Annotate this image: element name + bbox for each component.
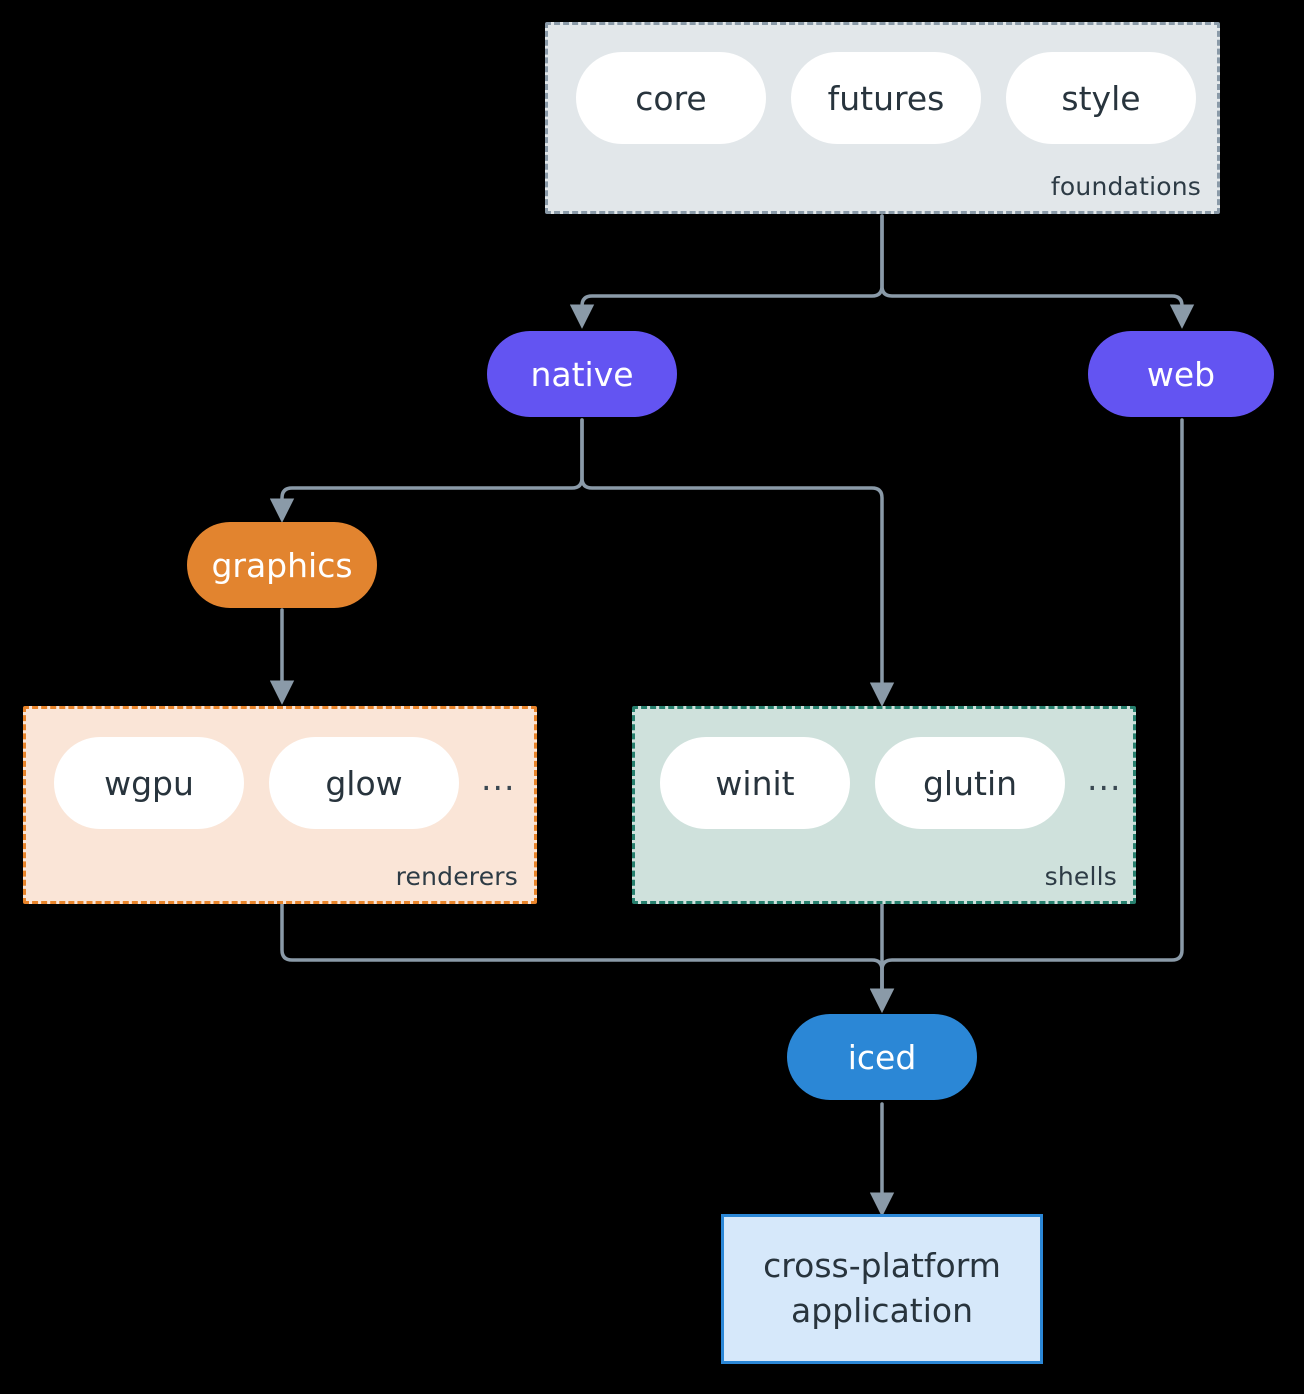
pill-futures-label: futures (827, 78, 945, 118)
node-web[interactable]: web (1088, 331, 1274, 417)
application-line2: application (790, 1291, 974, 1330)
pill-core-label: core (635, 78, 707, 118)
edge-foundations-native (569, 214, 884, 329)
shells-members: winit glutin ... (660, 737, 1121, 829)
foundations-members: core futures style (576, 52, 1196, 144)
shells-ellipsis: ... (1087, 758, 1122, 798)
group-label-renderers: renderers (395, 862, 518, 891)
group-label-shells: shells (1044, 862, 1117, 891)
node-graphics[interactable]: graphics (187, 522, 377, 608)
pill-winit-label: winit (715, 763, 795, 803)
node-native-label: native (530, 354, 634, 394)
edge-native-shells (580, 418, 895, 707)
pill-style[interactable]: style (1006, 52, 1196, 144)
group-foundations: core futures style foundations (545, 22, 1220, 214)
pill-glow-label: glow (325, 763, 403, 803)
node-graphics-label: graphics (211, 545, 353, 585)
pill-futures[interactable]: futures (791, 52, 981, 144)
node-web-label: web (1146, 354, 1216, 394)
node-iced-label: iced (847, 1037, 917, 1077)
edge-renderers-iced (280, 902, 895, 1013)
pill-winit[interactable]: winit (660, 737, 850, 829)
pill-glutin[interactable]: glutin (875, 737, 1065, 829)
pill-core[interactable]: core (576, 52, 766, 144)
edge-native-graphics (269, 418, 584, 523)
edge-foundations-web (880, 214, 1195, 329)
group-shells: winit glutin ... shells (632, 706, 1136, 904)
group-label-foundations: foundations (1050, 172, 1201, 201)
pill-glutin-label: glutin (922, 763, 1018, 803)
group-renderers: wgpu glow ... renderers (23, 706, 537, 904)
pill-style-label: style (1061, 78, 1141, 118)
node-iced[interactable]: iced (787, 1014, 977, 1100)
pill-wgpu-label: wgpu (104, 763, 194, 803)
node-native[interactable]: native (487, 331, 677, 417)
pill-wgpu[interactable]: wgpu (54, 737, 244, 829)
renderers-ellipsis: ... (481, 758, 516, 798)
application-line1: cross-platform (763, 1246, 1001, 1286)
node-application[interactable]: cross-platform application (721, 1214, 1043, 1364)
pill-glow[interactable]: glow (269, 737, 459, 829)
renderers-members: wgpu glow ... (54, 737, 515, 829)
application-text: cross-platform application (763, 1244, 1001, 1333)
